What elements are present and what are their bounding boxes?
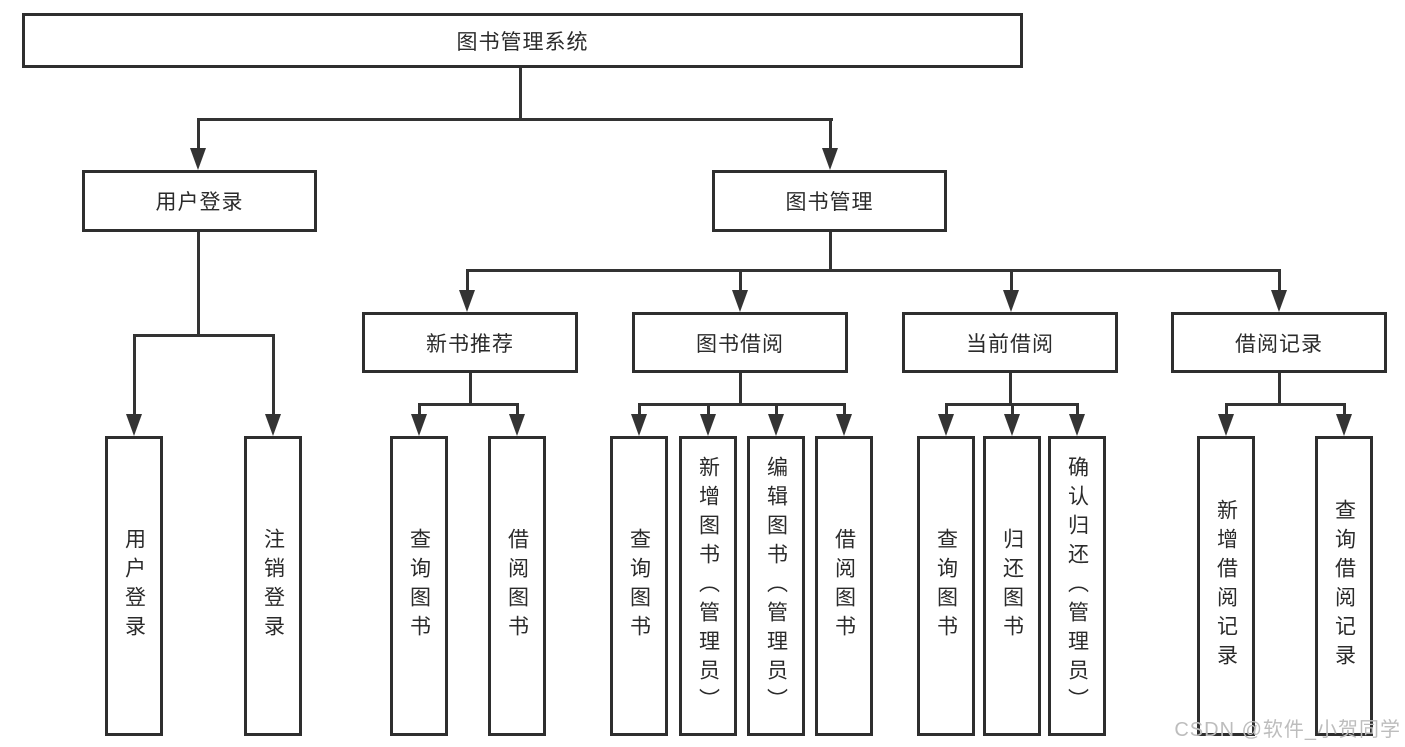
connector-arrow — [768, 414, 784, 436]
connector-line — [945, 403, 948, 416]
leaf-confirm-return-admin: 确认归还（管理员） — [1048, 436, 1106, 736]
leaf-return-books: 归还图书 — [983, 436, 1041, 736]
leaf-query-books-borrowing: 查询图书 — [610, 436, 668, 736]
connector-line — [519, 68, 522, 120]
connector-line — [1278, 373, 1281, 406]
node-borrowing-records: 借阅记录 — [1171, 312, 1387, 373]
leaf-add-books-admin: 新增图书（管理员） — [679, 436, 737, 736]
connector-line — [638, 403, 641, 416]
connector-line — [197, 232, 200, 336]
connector-line — [1278, 269, 1281, 292]
connector-line — [516, 403, 519, 416]
connector-line — [739, 269, 742, 292]
connector-arrow — [1271, 290, 1287, 312]
node-book-management: 图书管理 — [712, 170, 947, 232]
connector-arrow — [126, 414, 142, 436]
connector-line — [1343, 403, 1346, 416]
leaf-query-books-recommend: 查询图书 — [390, 436, 448, 736]
node-book-borrowing: 图书借阅 — [632, 312, 848, 373]
leaf-borrow-books-borrowing: 借阅图书 — [815, 436, 873, 736]
connector-line — [466, 269, 1281, 272]
connector-line — [466, 269, 469, 292]
connector-line — [272, 334, 275, 416]
connector-arrow — [631, 414, 647, 436]
node-library-management-system: 图书管理系统 — [22, 13, 1023, 68]
connector-line — [638, 403, 846, 406]
connector-line — [843, 403, 846, 416]
connector-line — [469, 373, 472, 406]
node-current-borrowing: 当前借阅 — [902, 312, 1118, 373]
leaf-query-borrow-record: 查询借阅记录 — [1315, 436, 1373, 736]
node-user-login: 用户登录 — [82, 170, 317, 232]
connector-line — [1076, 403, 1079, 416]
connector-line — [1009, 373, 1012, 406]
watermark: CSDN @软件_小贺同学 — [1174, 719, 1401, 741]
connector-arrow — [509, 414, 525, 436]
connector-line — [133, 334, 136, 416]
connector-line — [829, 118, 832, 150]
connector-line — [418, 403, 421, 416]
connector-arrow — [459, 290, 475, 312]
connector-arrow — [836, 414, 852, 436]
leaf-logout: 注销登录 — [244, 436, 302, 736]
connector-arrow — [700, 414, 716, 436]
leaf-user-login: 用户登录 — [105, 436, 163, 736]
connector-line — [133, 334, 275, 337]
connector-line — [1225, 403, 1346, 406]
connector-line — [1011, 403, 1014, 416]
leaf-borrow-books-recommend: 借阅图书 — [488, 436, 546, 736]
connector-arrow — [822, 148, 838, 170]
connector-arrow — [1003, 290, 1019, 312]
connector-line — [1010, 269, 1013, 292]
connector-arrow — [265, 414, 281, 436]
connector-line — [1225, 403, 1228, 416]
connector-line — [829, 232, 832, 272]
node-new-book-recommend: 新书推荐 — [362, 312, 578, 373]
connector-arrow — [1218, 414, 1234, 436]
connector-arrow — [1336, 414, 1352, 436]
leaf-add-borrow-record: 新增借阅记录 — [1197, 436, 1255, 736]
leaf-edit-books-admin: 编辑图书（管理员） — [747, 436, 805, 736]
connector-arrow — [190, 148, 206, 170]
connector-line — [707, 403, 710, 416]
connector-line — [197, 118, 200, 150]
connector-line — [418, 403, 519, 406]
connector-arrow — [938, 414, 954, 436]
connector-arrow — [411, 414, 427, 436]
connector-arrow — [732, 290, 748, 312]
connector-line — [739, 373, 742, 406]
connector-arrow — [1069, 414, 1085, 436]
connector-arrow — [1004, 414, 1020, 436]
connector-line — [775, 403, 778, 416]
connector-line — [197, 118, 833, 121]
leaf-query-books-current: 查询图书 — [917, 436, 975, 736]
